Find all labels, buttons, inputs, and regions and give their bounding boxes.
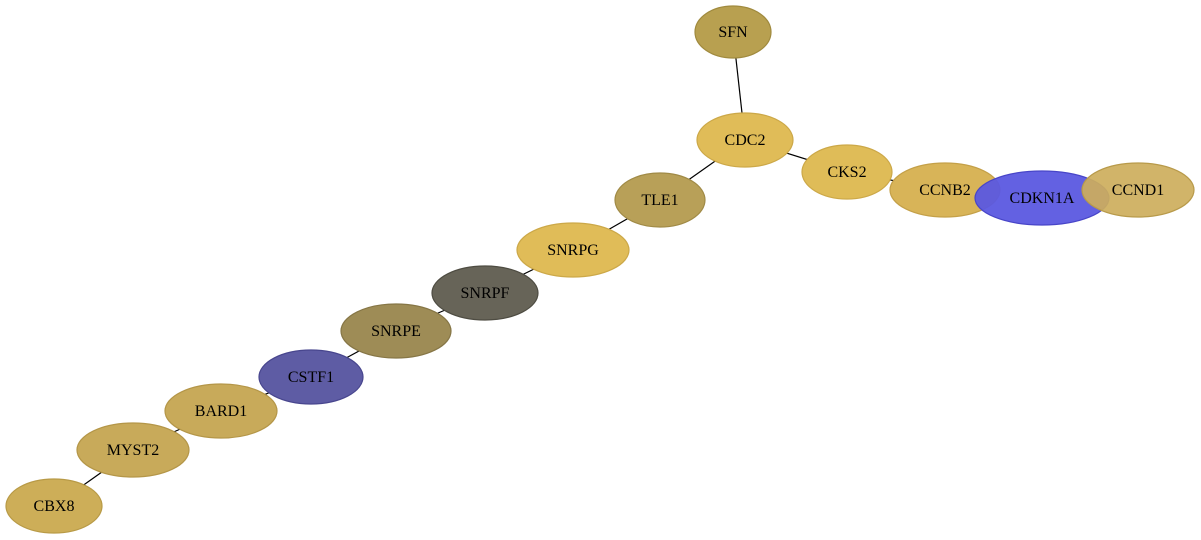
- node-snrpg[interactable]: SNRPG: [516, 222, 630, 278]
- node-shape-tle1: [614, 172, 706, 228]
- node-label-bard1: BARD1: [195, 403, 247, 420]
- node-snrpf[interactable]: SNRPF: [431, 265, 539, 321]
- node-label-sfn: SFN: [718, 24, 748, 41]
- node-shape-cstf1: [258, 349, 364, 405]
- node-shape-cks2: [801, 144, 893, 200]
- node-cstf1[interactable]: CSTF1: [258, 349, 364, 405]
- node-label-snrpe: SNRPE: [371, 323, 421, 340]
- node-label-cdkn1a: CDKN1A: [1010, 190, 1075, 207]
- node-label-snrpg: SNRPG: [547, 242, 599, 259]
- node-shape-ccnd1: [1081, 162, 1195, 218]
- node-label-cdc2: CDC2: [725, 132, 766, 149]
- node-cdkn1a[interactable]: CDKN1A: [974, 170, 1110, 226]
- node-label-ccnb2: CCNB2: [919, 182, 971, 199]
- node-tle1[interactable]: TLE1: [614, 172, 706, 228]
- node-label-cks2: CKS2: [827, 164, 866, 181]
- node-label-cbx8: CBX8: [34, 498, 75, 515]
- node-myst2[interactable]: MYST2: [76, 422, 190, 478]
- node-shape-cbx8: [5, 478, 103, 534]
- node-label-ccnd1: CCND1: [1112, 182, 1164, 199]
- node-label-tle1: TLE1: [641, 192, 678, 209]
- node-ccnb2[interactable]: CCNB2: [889, 162, 1001, 218]
- node-shape-snrpf: [431, 265, 539, 321]
- node-ccnd1[interactable]: CCND1: [1081, 162, 1195, 218]
- node-bard1[interactable]: BARD1: [164, 383, 278, 439]
- node-label-myst2: MYST2: [107, 442, 159, 459]
- node-shape-snrpe: [340, 303, 452, 359]
- node-cbx8[interactable]: CBX8: [5, 478, 103, 534]
- node-shape-snrpg: [516, 222, 630, 278]
- node-sfn[interactable]: SFN: [694, 5, 772, 59]
- node-shape-bard1: [164, 383, 278, 439]
- node-shape-myst2: [76, 422, 190, 478]
- node-label-cstf1: CSTF1: [288, 369, 334, 386]
- node-cks2[interactable]: CKS2: [801, 144, 893, 200]
- node-snrpe[interactable]: SNRPE: [340, 303, 452, 359]
- node-shape-cdc2: [696, 112, 794, 168]
- node-cdc2[interactable]: CDC2: [696, 112, 794, 168]
- node-shape-sfn: [694, 5, 772, 59]
- node-label-snrpf: SNRPF: [461, 285, 510, 302]
